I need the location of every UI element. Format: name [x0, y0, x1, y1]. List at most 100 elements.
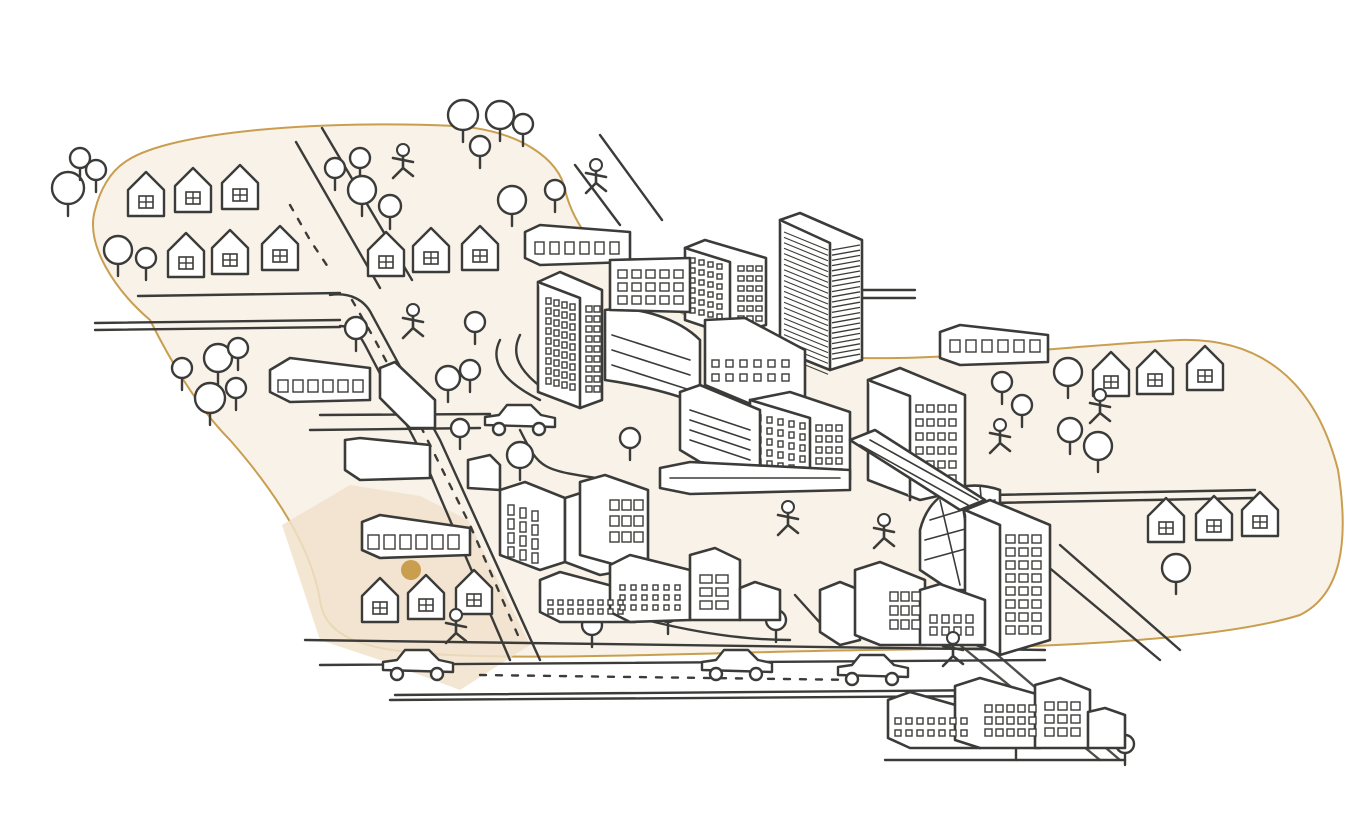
- window: [1018, 625, 1029, 635]
- tree: [134, 246, 158, 282]
- window: [1013, 339, 1025, 353]
- window: [707, 301, 714, 308]
- window: [926, 404, 935, 413]
- window: [915, 418, 924, 427]
- window: [929, 626, 938, 636]
- window: [673, 295, 684, 305]
- window: [569, 353, 576, 361]
- tree: [618, 426, 642, 462]
- window: [507, 504, 515, 516]
- window: [755, 305, 763, 312]
- window: [367, 534, 380, 550]
- window: [577, 599, 584, 606]
- window: [607, 599, 614, 606]
- window: [699, 600, 713, 610]
- window: [900, 605, 910, 616]
- tree: [1056, 416, 1084, 456]
- transit-layer: [378, 360, 987, 512]
- window: [1018, 612, 1029, 622]
- window: [617, 269, 628, 279]
- window: [1044, 727, 1055, 737]
- tree: [446, 98, 480, 144]
- window: [1070, 701, 1081, 711]
- window: [593, 345, 601, 353]
- window: [674, 594, 681, 601]
- window: [799, 422, 806, 430]
- window: [545, 377, 552, 385]
- pedestrian: [872, 513, 896, 550]
- house: [210, 228, 250, 276]
- house: [1146, 496, 1186, 544]
- window: [1005, 612, 1016, 622]
- pedestrian: [391, 143, 415, 180]
- window: [965, 626, 974, 636]
- window: [1031, 586, 1042, 596]
- window: [715, 600, 729, 610]
- window: [593, 365, 601, 373]
- window: [1017, 704, 1026, 713]
- window: [766, 438, 773, 446]
- window: [916, 717, 924, 725]
- window: [755, 285, 763, 292]
- window: [659, 269, 670, 279]
- window: [1006, 704, 1015, 713]
- window: [755, 295, 763, 302]
- tree: [449, 417, 471, 451]
- window: [739, 359, 748, 368]
- window: [545, 327, 552, 335]
- window: [663, 584, 670, 591]
- window: [938, 729, 946, 737]
- window: [593, 305, 601, 313]
- window: [545, 357, 552, 365]
- window: [609, 515, 620, 527]
- window: [981, 339, 993, 353]
- pedestrian: [988, 418, 1012, 455]
- window: [777, 440, 784, 448]
- window: [1005, 625, 1016, 635]
- tree: [50, 170, 86, 218]
- tree: [484, 99, 516, 143]
- window: [277, 379, 289, 393]
- window: [617, 282, 628, 292]
- lower-left-blocks: [498, 473, 650, 577]
- house: [173, 166, 213, 214]
- window: [960, 717, 968, 725]
- window: [707, 311, 714, 318]
- window: [905, 717, 913, 725]
- window: [699, 587, 713, 597]
- elevated-rail: [848, 428, 987, 512]
- tree: [193, 381, 227, 427]
- window: [553, 369, 560, 377]
- window: [399, 534, 412, 550]
- office-tower-left: [536, 270, 604, 410]
- window: [835, 424, 843, 432]
- window: [1028, 728, 1037, 737]
- window: [597, 608, 604, 615]
- window: [948, 460, 957, 469]
- window: [995, 704, 1004, 713]
- window: [699, 574, 713, 584]
- window: [781, 359, 790, 368]
- pedestrian: [584, 158, 608, 195]
- window: [585, 315, 593, 323]
- window: [707, 261, 714, 268]
- window: [948, 446, 957, 455]
- tree: [1160, 552, 1192, 596]
- window: [585, 305, 593, 313]
- window: [937, 432, 946, 441]
- glass-building: [678, 383, 762, 472]
- window: [292, 379, 304, 393]
- window: [698, 279, 705, 286]
- window: [788, 442, 795, 450]
- window: [1005, 560, 1016, 570]
- window: [766, 427, 773, 435]
- window: [1018, 586, 1029, 596]
- window: [725, 359, 734, 368]
- window: [698, 309, 705, 316]
- window: [593, 325, 601, 333]
- window: [519, 549, 527, 561]
- window: [553, 319, 560, 327]
- window: [984, 728, 993, 737]
- window: [545, 297, 552, 305]
- window: [631, 295, 642, 305]
